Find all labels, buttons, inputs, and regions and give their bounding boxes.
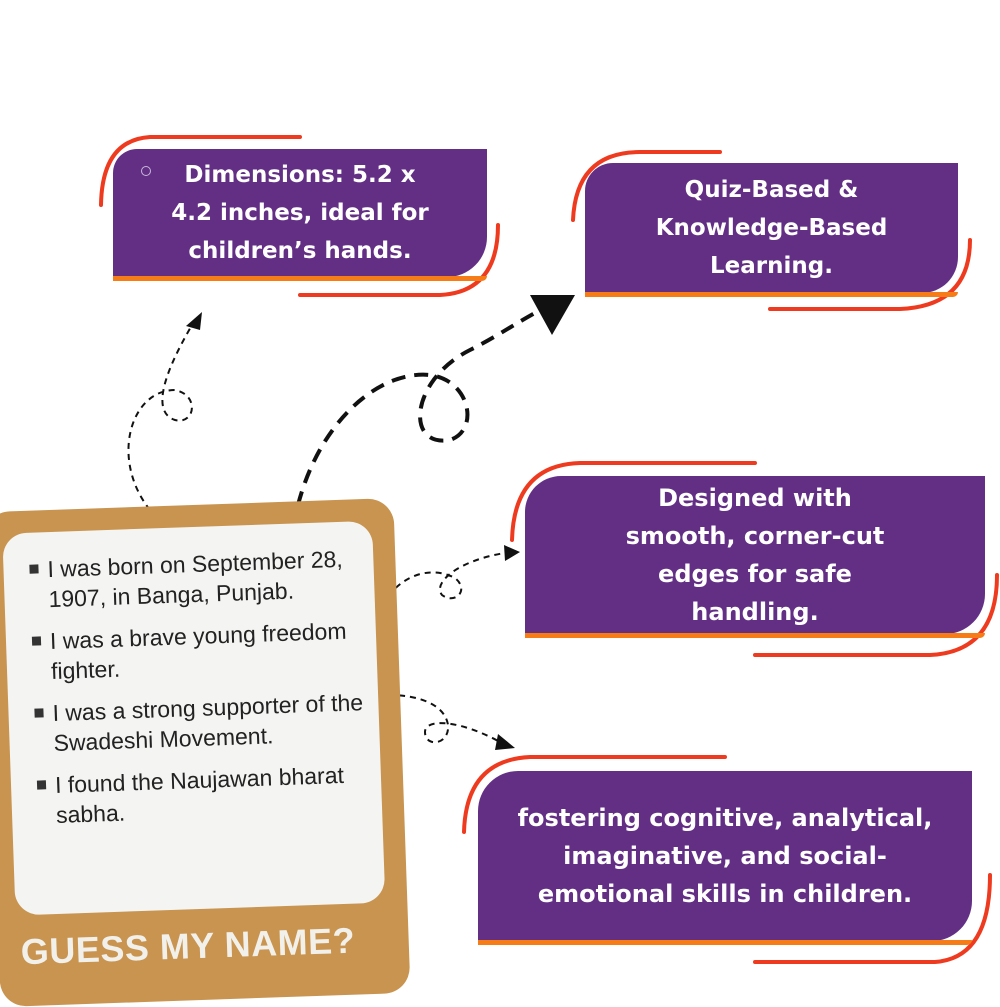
bullet-circle-icon [141, 166, 151, 176]
feature-text-dimensions: Dimensions: 5.2 x 4.2 inches, ideal for … [171, 162, 429, 264]
square-bullet-icon [34, 708, 44, 718]
feature-text-edges: Designed with smooth, corner-cut edges f… [625, 484, 885, 626]
arrow-head-4 [495, 734, 515, 750]
arrow-path-4 [387, 694, 501, 744]
clue-text: I was a strong supporter of the Swadeshi… [52, 689, 364, 756]
clue-item: I was a brave young freedom fighter. [31, 615, 364, 686]
swoosh-top-left-3 [510, 461, 757, 542]
clue-text: I was born on September 28, 1907, in Ban… [47, 545, 344, 613]
swoosh-bottom-4 [753, 873, 992, 964]
arrow-head-2 [530, 295, 575, 335]
square-bullet-icon [29, 564, 39, 574]
swoosh-top-left-4 [462, 755, 727, 834]
arrow-head-1 [186, 312, 202, 330]
clue-item: I was born on September 28, 1907, in Ban… [29, 543, 361, 614]
swoosh-top-left-1 [99, 135, 302, 207]
clue-text: I found the Naujawan bharat sabha. [54, 761, 345, 828]
quiz-card: I was born on September 28, 1907, in Ban… [0, 497, 411, 1007]
swoosh-top-left-2 [571, 150, 722, 222]
arrow-head-3 [504, 545, 520, 561]
feature-box-quiz: Quiz-Based & Knowledge-Based Learning. [585, 163, 958, 297]
feature-text-quiz: Quiz-Based & Knowledge-Based Learning. [655, 177, 888, 279]
arrow-path-3 [381, 552, 506, 606]
square-bullet-icon [36, 780, 47, 790]
arrow-path-1 [127, 319, 196, 511]
feature-text-skills: fostering cognitive, analytical, imagina… [517, 804, 933, 908]
feature-box-dimensions: Dimensions: 5.2 x 4.2 inches, ideal for … [113, 149, 487, 281]
feature-box-edges: Designed with smooth, corner-cut edges f… [525, 476, 985, 638]
arrow-path-2 [296, 303, 551, 506]
square-bullet-icon [31, 636, 42, 646]
clue-item: I found the Naujawan bharat sabha. [36, 759, 369, 830]
clue-item: I was a strong supporter of the Swadeshi… [34, 687, 366, 758]
clue-text: I was a brave young freedom fighter. [49, 617, 347, 685]
feature-box-skills: fostering cognitive, analytical, imagina… [478, 771, 972, 945]
card-clue-panel: I was born on September 28, 1907, in Ban… [2, 520, 386, 916]
